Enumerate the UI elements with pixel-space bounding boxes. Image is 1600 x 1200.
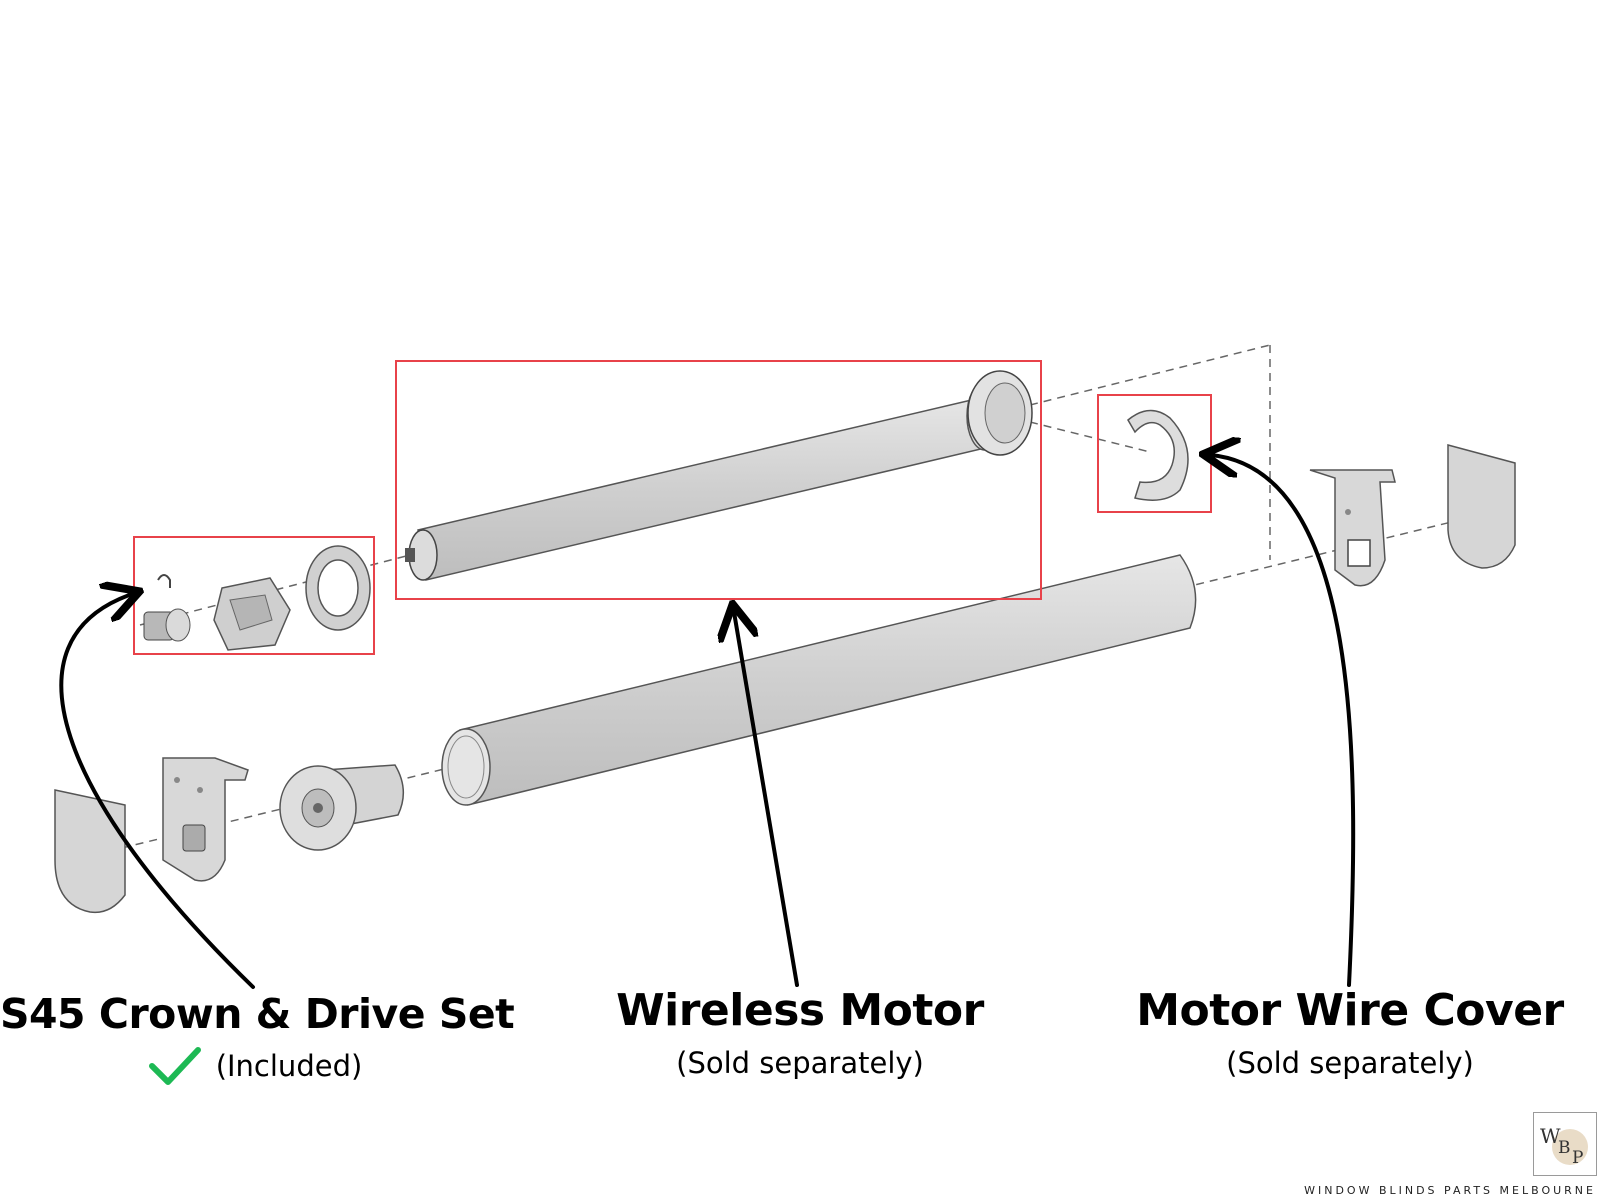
brand-logo-mark: W B P (1540, 1124, 1588, 1168)
svg-text:P: P (1572, 1148, 1583, 1168)
wireless-motor-label: Wireless Motor (Sold separately) (585, 985, 1015, 1080)
wire-cover-subtitle: (Sold separately) (1226, 1046, 1474, 1080)
crown-drive-parts (143, 545, 371, 651)
wire-cover-label: Motor Wire Cover (Sold separately) (1115, 985, 1585, 1080)
crown-drive-label: S45 Crown & Drive Set (Included) (0, 990, 515, 1088)
arrow-icon (734, 612, 799, 987)
wireless-motor-title: Wireless Motor (616, 985, 984, 1036)
arrow-icon (1211, 455, 1356, 987)
bracket-left (162, 757, 249, 882)
arrow-icon (59, 594, 255, 989)
check-icon (148, 1047, 201, 1085)
end-cap-left (54, 789, 126, 914)
wireless-motor (405, 370, 1033, 581)
pointer-arrows (59, 455, 1356, 989)
roller-tube (441, 554, 1197, 806)
wire-cover-title: Motor Wire Cover (1136, 985, 1564, 1036)
wireless-motor-subtitle: (Sold separately) (676, 1046, 924, 1080)
crown-drive-title: S45 Crown & Drive Set (0, 990, 515, 1038)
svg-text:B: B (1558, 1138, 1571, 1158)
end-cap-right (1447, 444, 1516, 569)
brand-name: WINDOW BLINDS PARTS MELBOURNE (1304, 1184, 1596, 1197)
crown-drive-subtitle: (Included) (215, 1049, 363, 1083)
bracket-right (1309, 469, 1396, 587)
brand-logo: W B P (1533, 1112, 1597, 1176)
idler-end-plug (279, 764, 404, 851)
svg-text:W: W (1540, 1124, 1561, 1148)
motor-wire-cover (1127, 409, 1189, 501)
